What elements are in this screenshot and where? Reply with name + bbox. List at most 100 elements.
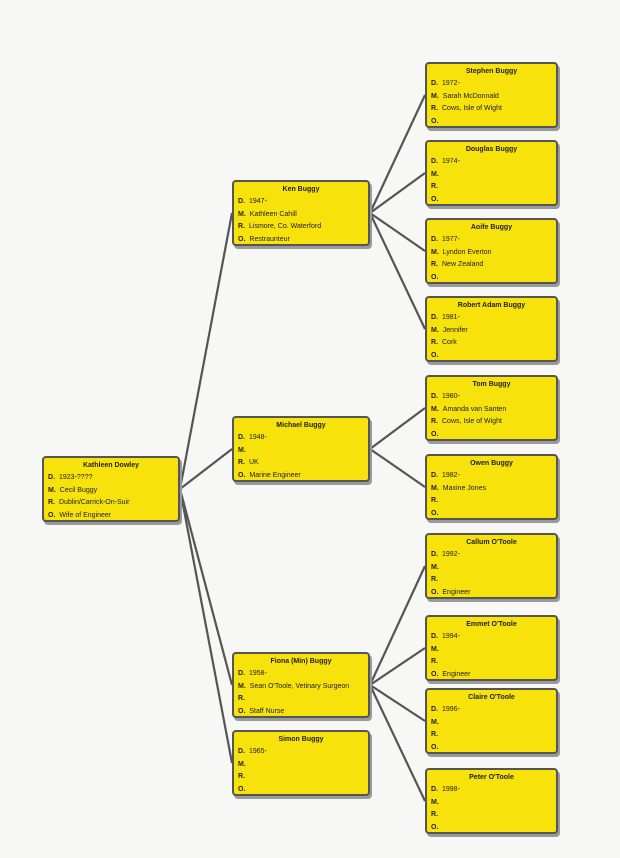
connector-line: [369, 212, 426, 252]
field-key: D.: [238, 198, 245, 205]
field-key: M.: [238, 210, 246, 218]
field-value: UK: [249, 459, 259, 467]
field-value: 1958-: [249, 670, 267, 677]
field-value: 1998-: [442, 786, 460, 793]
person-name: Ken Buggy: [282, 186, 320, 193]
connector-line: [369, 684, 426, 722]
field-row: M.Amanda van Santen: [431, 404, 552, 417]
field-value: 1981-: [442, 314, 460, 321]
field-value: 1992-: [442, 551, 460, 558]
field-row: R.: [431, 181, 552, 194]
field-key: D.: [431, 236, 438, 243]
person-name: Michael Buggy: [276, 422, 326, 429]
person-name: Stephen Buggy: [465, 68, 518, 75]
field-row: D.1972-: [431, 78, 552, 91]
field-row: D.1974-: [431, 156, 552, 169]
field-key: D.: [431, 393, 438, 400]
field-row: M.: [431, 169, 552, 182]
field-key: D.: [431, 706, 438, 713]
field-row: M.: [431, 644, 552, 657]
field-key: M.: [431, 645, 439, 653]
field-key: D.: [431, 633, 438, 640]
field-row: D.1998-: [431, 784, 552, 797]
field-row: O.Staff Nurse: [238, 706, 364, 719]
field-row: M.Sean O'Toole, Vetinary Surgeon: [238, 681, 364, 694]
field-key: R.: [238, 695, 245, 703]
connector-line: [369, 684, 426, 802]
field-key: O.: [48, 511, 56, 519]
connector-line: [178, 488, 234, 686]
field-row: D. 1996-: [431, 704, 552, 717]
field-key: M.: [431, 405, 439, 413]
field-value: 1980-: [442, 393, 460, 400]
field-value: Amanda van Santen: [442, 405, 507, 413]
field-key: M.: [431, 92, 439, 100]
field-row: R.: [431, 656, 552, 669]
connector-line: [369, 172, 426, 214]
connector-line: [369, 448, 426, 488]
field-row: D.1923-????: [48, 472, 174, 485]
field-key: M.: [431, 563, 439, 571]
field-key: R.: [431, 811, 438, 819]
field-value: Sarah McDonnald: [442, 92, 499, 100]
field-value: Cows, Isle of Wight: [442, 418, 502, 426]
field-key: R.: [238, 223, 245, 231]
field-key: R.: [431, 497, 438, 505]
field-row: M.Maxine Jones: [431, 483, 552, 496]
field-key: O.: [431, 117, 439, 125]
field-key: D.: [48, 474, 55, 481]
field-key: M.: [431, 718, 439, 726]
field-row: R.Dublin/Carrick-On-Suir: [48, 497, 174, 510]
field-row: O.Restraunteur: [238, 234, 364, 247]
field-value: Wife of Engineer: [59, 511, 112, 519]
field-row: D.1982-: [431, 470, 552, 483]
field-row: M.: [431, 717, 552, 730]
field-row: R.: [238, 771, 364, 784]
field-value: 1996-: [442, 706, 460, 713]
field-value: Jennifer: [442, 326, 468, 334]
field-value: Cork: [442, 339, 457, 347]
field-value: 1947-: [249, 198, 267, 205]
field-row: R.Cows, Isle of Wight: [431, 416, 552, 429]
field-value: 1977-: [442, 236, 460, 243]
field-key: R.: [431, 658, 438, 666]
field-value: Engineer: [442, 588, 471, 596]
field-row: R. Cork: [431, 337, 552, 350]
field-value: Engineer: [442, 670, 471, 678]
person-name: Kathleen Dowley: [82, 462, 139, 469]
field-row: M.Kathleen Cahill: [238, 209, 364, 222]
field-row: D. 1994-: [431, 631, 552, 644]
field-row: O.Engineer: [431, 669, 552, 682]
field-value: 1994-: [442, 633, 460, 640]
field-key: R.: [431, 576, 438, 584]
field-row: O.: [431, 742, 552, 755]
person-name: Owen Buggy: [470, 460, 513, 467]
field-row: R. UK: [238, 457, 364, 470]
field-value: Sean O'Toole, Vetinary Surgeon: [249, 682, 350, 690]
field-row: D.1948-: [238, 432, 364, 445]
field-row: R.New Zealand: [431, 259, 552, 272]
field-key: R.: [431, 339, 438, 347]
field-row: O.: [431, 350, 552, 363]
connector-line: [369, 94, 426, 214]
field-value: Restraunteur: [249, 235, 290, 243]
field-key: O.: [431, 430, 439, 438]
field-key: M.: [431, 484, 439, 492]
person-name: Tom Buggy: [472, 381, 511, 388]
field-key: R.: [238, 459, 245, 467]
field-key: M.: [431, 326, 439, 334]
person-name: Robert Adam Buggy: [457, 302, 526, 309]
field-row: D.1958-: [238, 668, 364, 681]
person-name: Fiona (Min) Buggy: [270, 658, 332, 665]
field-row: R.: [431, 495, 552, 508]
field-value: Maxine Jones: [442, 484, 486, 492]
